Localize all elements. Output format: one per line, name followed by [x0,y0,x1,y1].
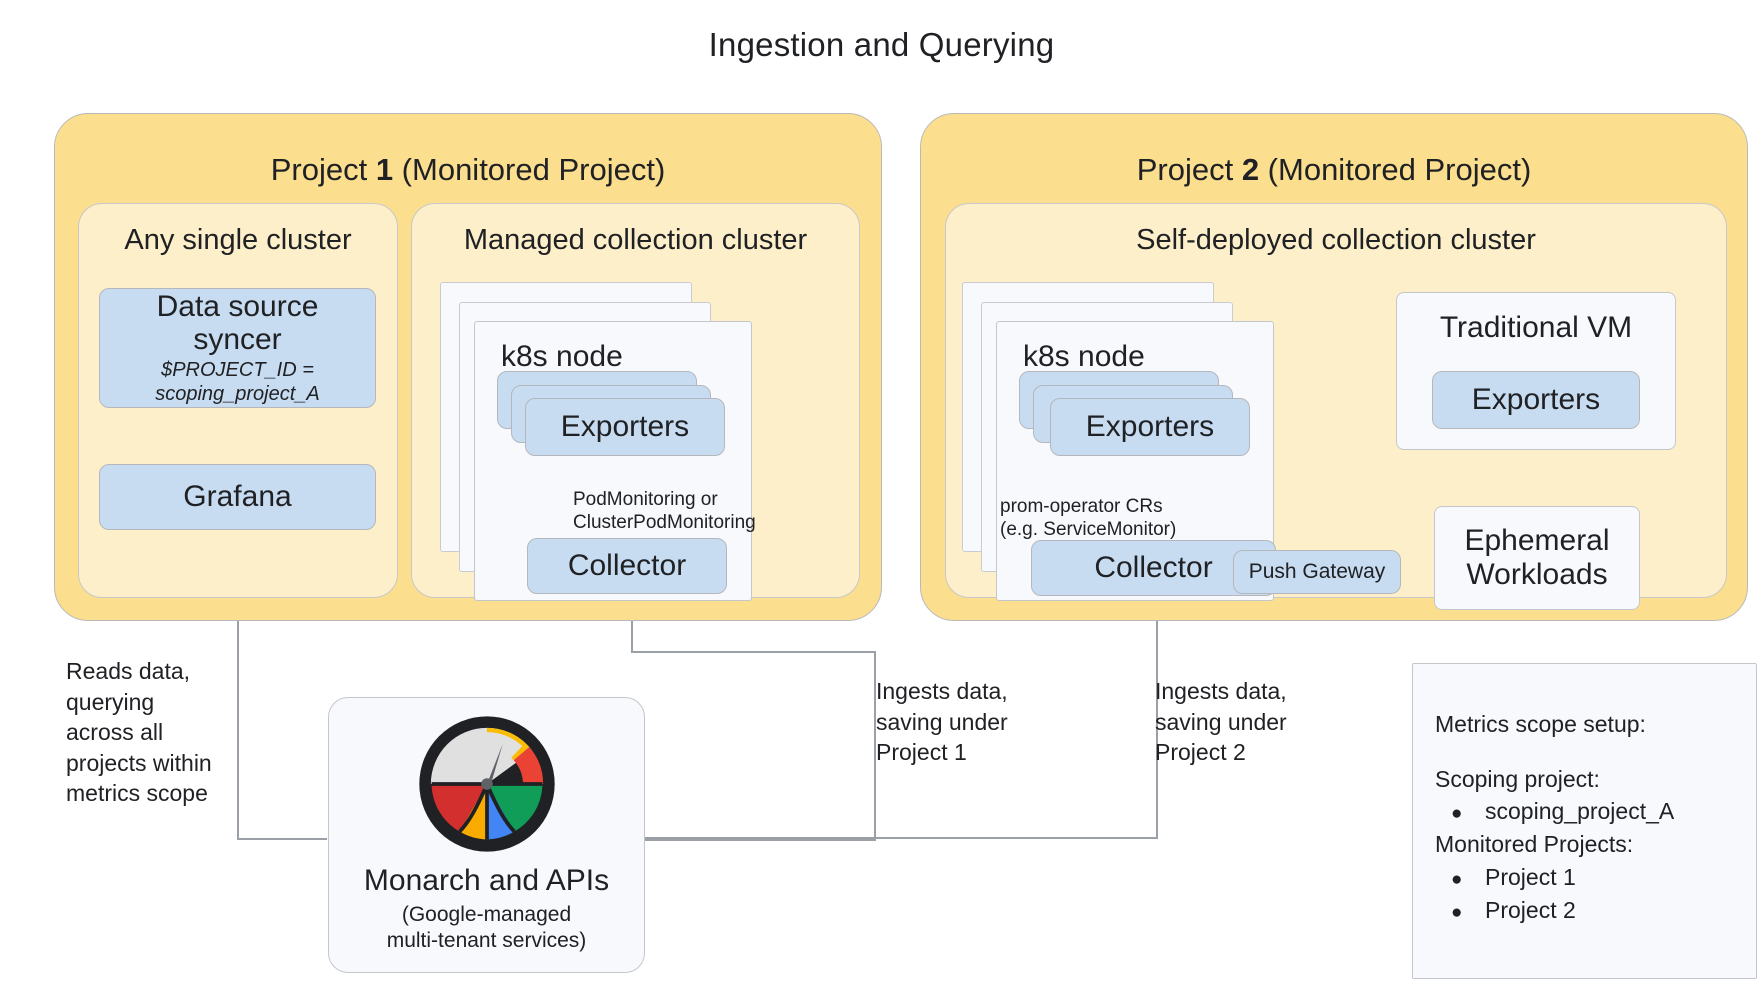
monarch-subtitle: (Google-managed multi-tenant services) [386,903,587,953]
project-2-title: Project 2 (Monitored Project) [921,114,1747,188]
page-title: Ingestion and Querying [708,26,1055,63]
collector-label-p2: Collector [1094,551,1213,585]
project-1-title: Project 1 (Monitored Project) [55,114,881,188]
monarch-card[interactable]: Monarch and APIs (Google-managed multi-t… [328,697,645,973]
data-source-syncer-label: Data source syncer [156,289,319,357]
data-source-syncer-subtitle: $PROJECT_ID = scoping_project_A [155,359,320,405]
project-2-title-prefix: Project [1136,152,1242,187]
collector-label-p1: Collector [567,549,687,583]
project-2-title-suffix: (Monitored Project) [1259,152,1532,187]
bullet-icon: ● [1451,901,1463,923]
collector-box-p1[interactable]: Collector [527,538,727,594]
exporters-box-p2[interactable]: Exporters [1050,398,1250,456]
grafana-label: Grafana [183,480,292,514]
project-2-number: 2 [1241,152,1260,187]
push-gateway-label: Push Gateway [1248,560,1386,583]
flow-label-reads-data: Reads data, querying across all projects… [66,658,212,807]
legend-heading: Metrics scope setup: [1435,711,1646,737]
ephemeral-workloads-label: Ephemeral Workloads [1464,523,1610,592]
cluster-managed-collection-title: Managed collection cluster [463,224,808,256]
legend-scoping-heading: Scoping project: [1435,765,1600,792]
gauge-icon [418,716,555,852]
monarch-title: Monarch and APIs [363,864,610,897]
ephemeral-workloads-card[interactable]: Ephemeral Workloads [1434,506,1640,610]
exporters-label-p2: Exporters [1085,410,1215,444]
legend-item-project-1: ● Project 1 [1435,861,1756,894]
exporters-box-p1[interactable]: Exporters [525,398,725,456]
edge-label-pod-monitoring: PodMonitoring or ClusterPodMonitoring [573,489,756,534]
project-1-title-prefix: Project [270,152,376,187]
vm-exporters-label: Exporters [1471,383,1601,417]
legend-monitored-item-1: Project 2 [1485,896,1576,923]
push-gateway-box[interactable]: Push Gateway [1233,550,1401,594]
project-1-title-suffix: (Monitored Project) [393,152,666,187]
flow-label-ingests-project-1: Ingests data, saving under Project 1 [876,678,1008,766]
legend-monitored-heading: Monitored Projects: [1435,831,1634,858]
project-1-number: 1 [375,152,394,187]
legend-item-project-2: ● Project 2 [1435,894,1756,927]
cluster-self-deployed-title: Self-deployed collection cluster [1136,224,1536,256]
cluster-any-single-title: Any single cluster [124,224,352,256]
k8s-node-label-p2: k8s node [1023,340,1145,373]
data-source-syncer-box[interactable]: Data source syncer $PROJECT_ID = scoping… [99,288,376,408]
legend-scoping-item-0: scoping_project_A [1485,798,1675,825]
legend-monitored-item-0: Project 1 [1485,863,1576,890]
exporters-label-p1: Exporters [560,410,690,444]
legend-item-scoping-project-a: ● scoping_project_A [1435,795,1756,828]
edge-label-prom-operator: prom-operator CRs (e.g. ServiceMonitor) [1000,496,1177,541]
traditional-vm-label: Traditional VM [1439,311,1633,344]
bullet-icon: ● [1451,803,1463,825]
flow-label-ingests-project-2: Ingests data, saving under Project 2 [1155,678,1287,766]
legend-metrics-scope: Metrics scope setup: Scoping project: ● … [1412,663,1757,979]
vm-exporters-box[interactable]: Exporters [1432,371,1640,429]
grafana-box[interactable]: Grafana [99,464,376,530]
k8s-node-label-p1: k8s node [501,340,623,373]
bullet-icon: ● [1451,868,1463,890]
legend-spacer [1435,741,1756,763]
